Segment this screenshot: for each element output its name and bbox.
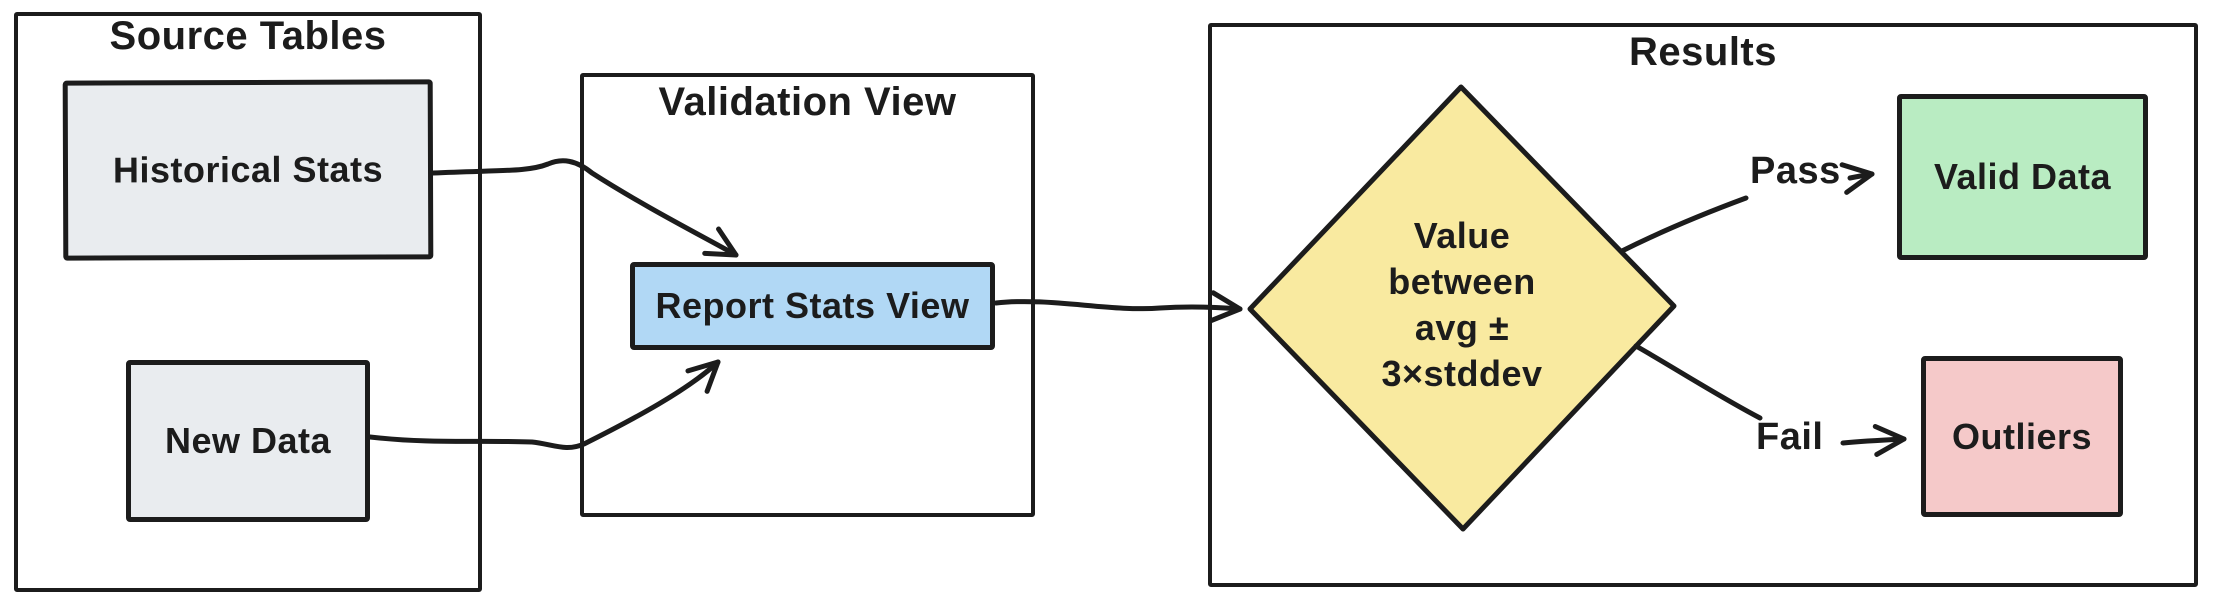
historical-stats-node: Historical Stats: [62, 79, 434, 261]
pass-edge-label: Pass: [1750, 150, 1841, 192]
valid-data-node: Valid Data: [1897, 94, 2148, 260]
decision-label: Value between avg ± 3×stddev: [1381, 215, 1543, 394]
validation-view-title: Validation View: [658, 80, 957, 124]
outliers-node: Outliers: [1921, 356, 2123, 517]
new-data-node: New Data: [126, 360, 370, 522]
source-tables-title: Source Tables: [109, 14, 387, 58]
results-title: Results: [1629, 30, 1777, 74]
report-stats-view-node: Report Stats View: [630, 262, 995, 350]
fail-edge-label: Fail: [1756, 416, 1824, 458]
